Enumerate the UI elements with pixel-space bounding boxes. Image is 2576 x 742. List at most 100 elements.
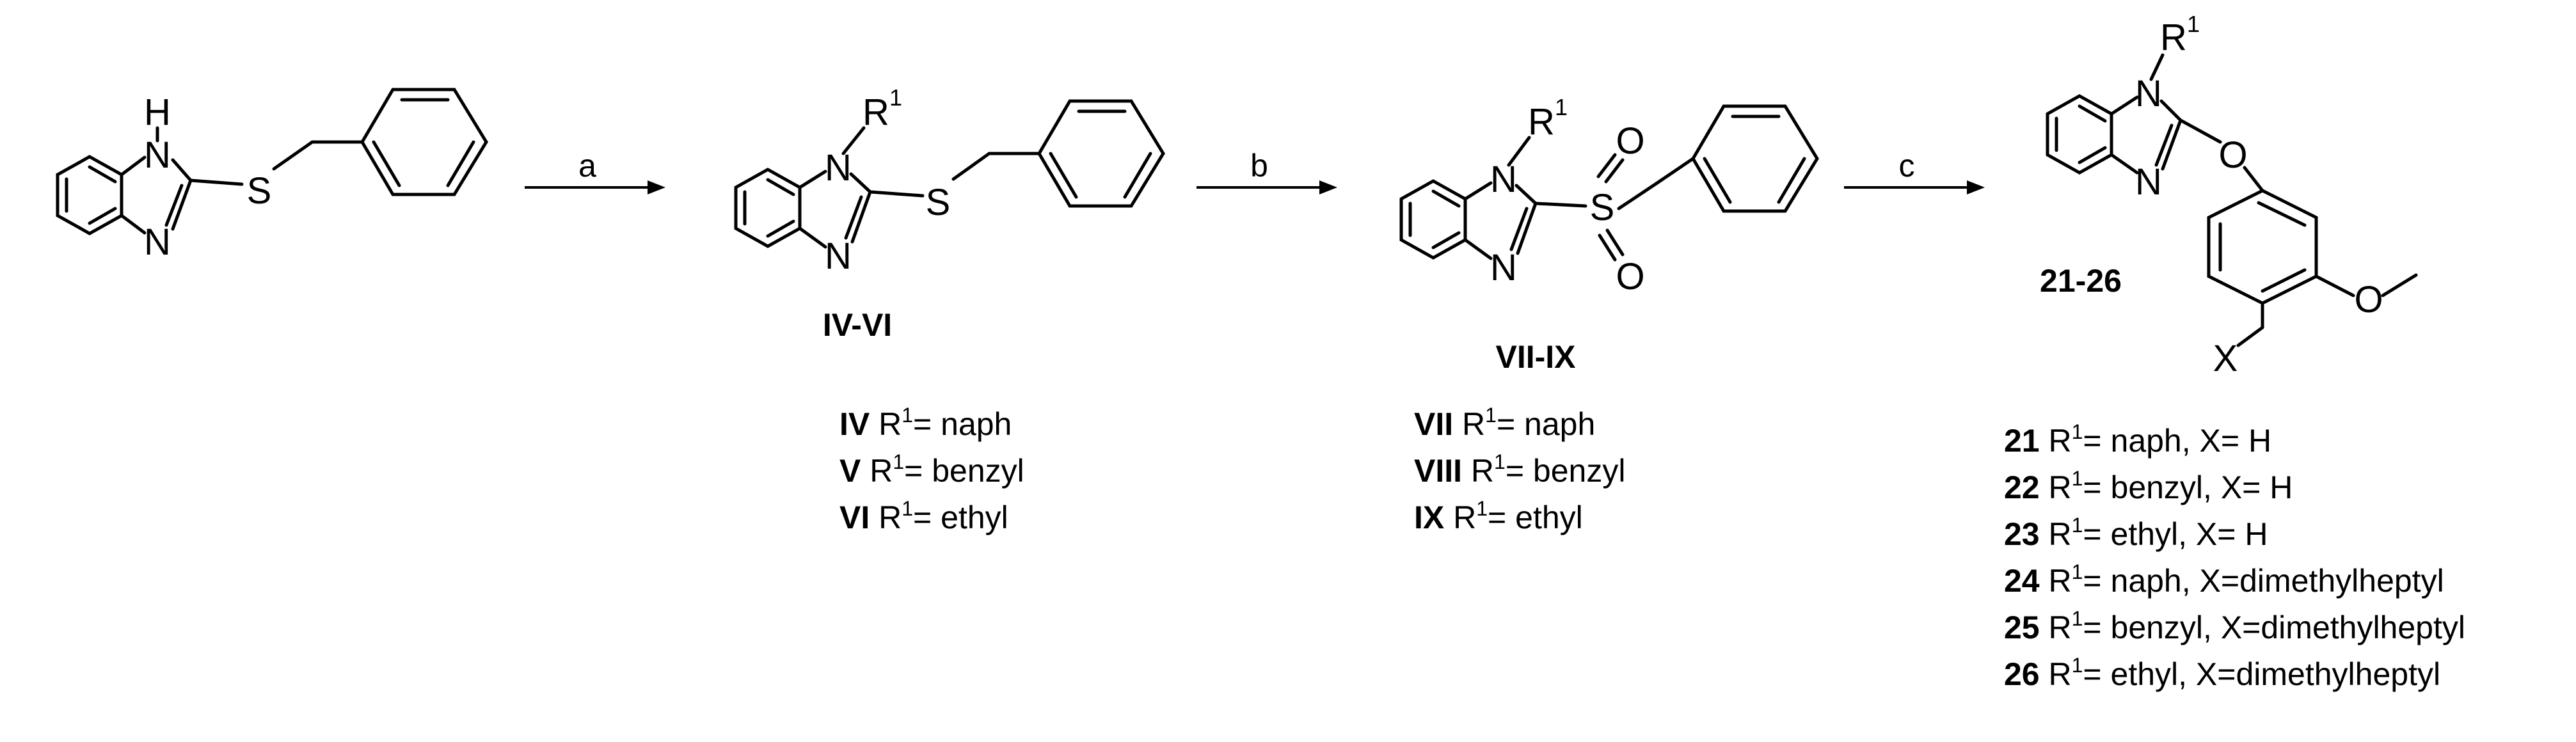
r-group-entry: 21 R1= naph, X= H [2004, 420, 2271, 459]
r-superscript: 1 [2072, 420, 2083, 443]
compound-id: 25 [2004, 610, 2049, 645]
r-group-entry: VIII R1= benzyl [1414, 450, 1625, 489]
r-group-value: = ethyl, X= H [2083, 516, 2268, 552]
r-superscript: 1 [2072, 514, 2083, 537]
r-group-value: = naph [1497, 406, 1595, 442]
r-group-entry: IX R1= ethyl [1414, 497, 1583, 535]
r-superscript: 1 [2072, 607, 2083, 630]
atom-o: O [2218, 134, 2247, 176]
r-superscript: 1 [2072, 560, 2083, 583]
r-symbol: R [879, 500, 902, 535]
r-group-value: = naph, X=dimethylheptyl [2083, 563, 2444, 599]
atom-s: S [247, 170, 272, 212]
r-group-entry: VI R1= ethyl [839, 497, 1008, 535]
starting-material-structure [56, 88, 488, 235]
r-symbol: R [2049, 563, 2072, 599]
compound-id: VI [839, 500, 879, 535]
atom-n: N [1490, 159, 1517, 200]
atom-n: N [144, 134, 171, 176]
superscript-one: 1 [889, 84, 902, 111]
compound-id: IX [1414, 500, 1453, 535]
r-group-value: = ethyl [1488, 500, 1583, 535]
r-superscript: 1 [902, 404, 913, 427]
r-group-value: = benzyl [1506, 453, 1626, 489]
r-group-entry: 26 R1= ethyl, X=dimethylheptyl [2004, 654, 2440, 692]
atom-o: O [2354, 279, 2383, 320]
compound-label-iv-vi: IV-VI [823, 307, 892, 343]
atom-n: N [1490, 247, 1517, 288]
atom-n: N [2135, 73, 2162, 114]
atom-h: H [144, 91, 171, 133]
reagent-label-b: b [1250, 148, 1268, 184]
r-group-value: = benzyl, X= H [2083, 470, 2293, 505]
r-symbol: R [2049, 423, 2072, 459]
compound-label-vii-ix: VII-IX [1495, 339, 1575, 375]
atom-s: S [1590, 187, 1615, 228]
r-group-value: = naph [913, 406, 1012, 442]
r-group-value: = ethyl, X=dimethylheptyl [2083, 656, 2440, 692]
r-group-entry: VII R1= naph [1414, 404, 1595, 442]
r-superscript: 1 [893, 450, 904, 473]
r-superscript: 1 [902, 497, 913, 520]
compound-id: 24 [2004, 563, 2049, 599]
r-group-entry: 25 R1= benzyl, X=dimethylheptyl [2004, 607, 2465, 645]
intermediate-iv-vi-structure [734, 99, 1165, 249]
r-group-value: = naph, X= H [2083, 423, 2271, 459]
intermediate-vii-ix-structure [1399, 104, 1819, 262]
r-superscript: 1 [2072, 654, 2083, 677]
r-symbol: R [879, 406, 902, 442]
r-group-value: = benzyl, X=dimethylheptyl [2083, 610, 2465, 645]
atom-n: N [825, 147, 852, 189]
atom-r: R [863, 91, 889, 133]
atom-o: O [1616, 256, 1644, 297]
r-group-value: = ethyl [913, 500, 1008, 535]
atom-n: N [825, 235, 852, 277]
compound-id: V [839, 453, 870, 489]
r-symbol: R [1453, 500, 1476, 535]
reaction-arrow-a [525, 180, 665, 194]
superscript-one: 1 [2187, 11, 2200, 37]
r-symbol: R [1462, 406, 1485, 442]
r-superscript: 1 [1485, 404, 1497, 427]
reaction-arrow-b [1197, 180, 1337, 194]
atom-s: S [926, 182, 951, 223]
r-superscript: 1 [1494, 450, 1506, 473]
r-symbol: R [2049, 470, 2072, 505]
atom-x: X [2213, 338, 2238, 379]
atom-n: N [2135, 161, 2162, 203]
r-group-entry: IV R1= naph [839, 404, 1012, 442]
r-superscript: 1 [1476, 497, 1488, 520]
compound-id: 22 [2004, 470, 2049, 505]
r-symbol: R [870, 453, 893, 489]
r-symbol: R [2049, 656, 2072, 692]
reaction-arrow-c [1844, 180, 1985, 194]
r-group-entry: 24 R1= naph, X=dimethylheptyl [2004, 560, 2444, 599]
compound-label-21-26: 21-26 [2040, 263, 2122, 299]
r-group-entry: 23 R1= ethyl, X= H [2004, 514, 2268, 552]
compound-id: IV [839, 406, 879, 442]
atom-r: R [1528, 101, 1555, 143]
atom-n: N [144, 221, 171, 263]
product-21-26-structure [2046, 53, 2418, 347]
r-symbol: R [2049, 610, 2072, 645]
r-superscript: 1 [2072, 467, 2083, 490]
compound-id: 26 [2004, 656, 2049, 692]
atom-r: R [2160, 17, 2187, 58]
compound-id: 23 [2004, 516, 2049, 552]
r-symbol: R [1471, 453, 1494, 489]
reagent-label-a: a [578, 148, 596, 184]
atom-o: O [1616, 120, 1644, 162]
r-group-list-21-26: 21 R1= naph, X= H22 R1= benzyl, X= H23 R… [2004, 420, 2465, 692]
superscript-one: 1 [1555, 94, 1568, 120]
r-symbol: R [2049, 516, 2072, 552]
reagent-label-c: c [1899, 148, 1915, 184]
compound-id: VII [1414, 406, 1462, 442]
r-group-entry: V R1= benzyl [839, 450, 1024, 489]
compound-id: VIII [1414, 453, 1471, 489]
compound-id: 21 [2004, 423, 2049, 459]
r-group-entry: 22 R1= benzyl, X= H [2004, 467, 2293, 505]
r-group-value: = benzyl [904, 453, 1024, 489]
